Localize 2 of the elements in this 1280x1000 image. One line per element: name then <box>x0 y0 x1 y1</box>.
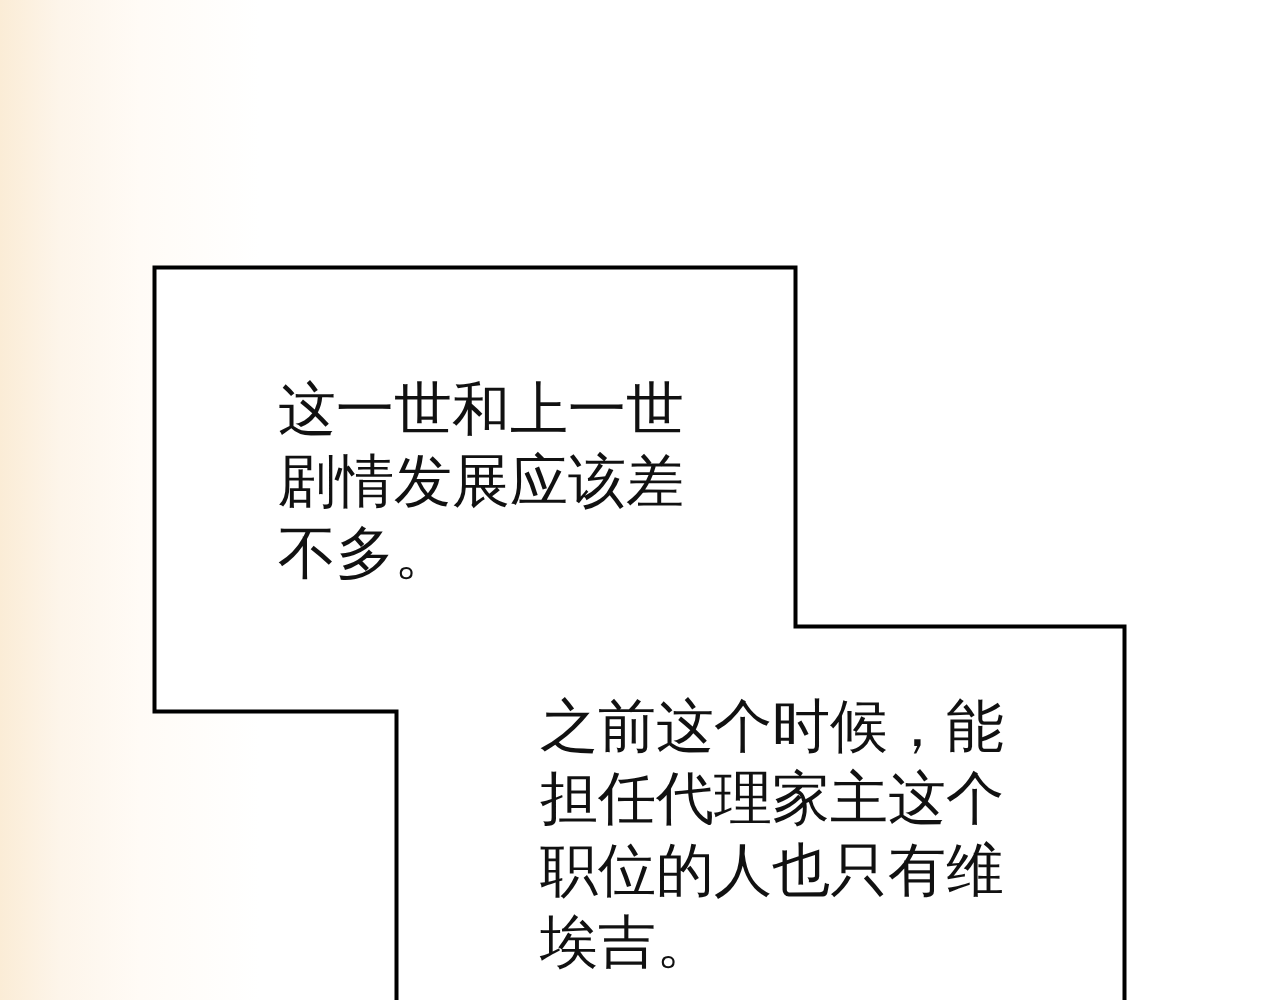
narration-text: 之前这个时候，能担任代理家主这个职位的人也只有维埃吉。 <box>540 691 1005 978</box>
narration-text: 这一世和上一世剧情发展应该差不多。 <box>278 374 685 589</box>
